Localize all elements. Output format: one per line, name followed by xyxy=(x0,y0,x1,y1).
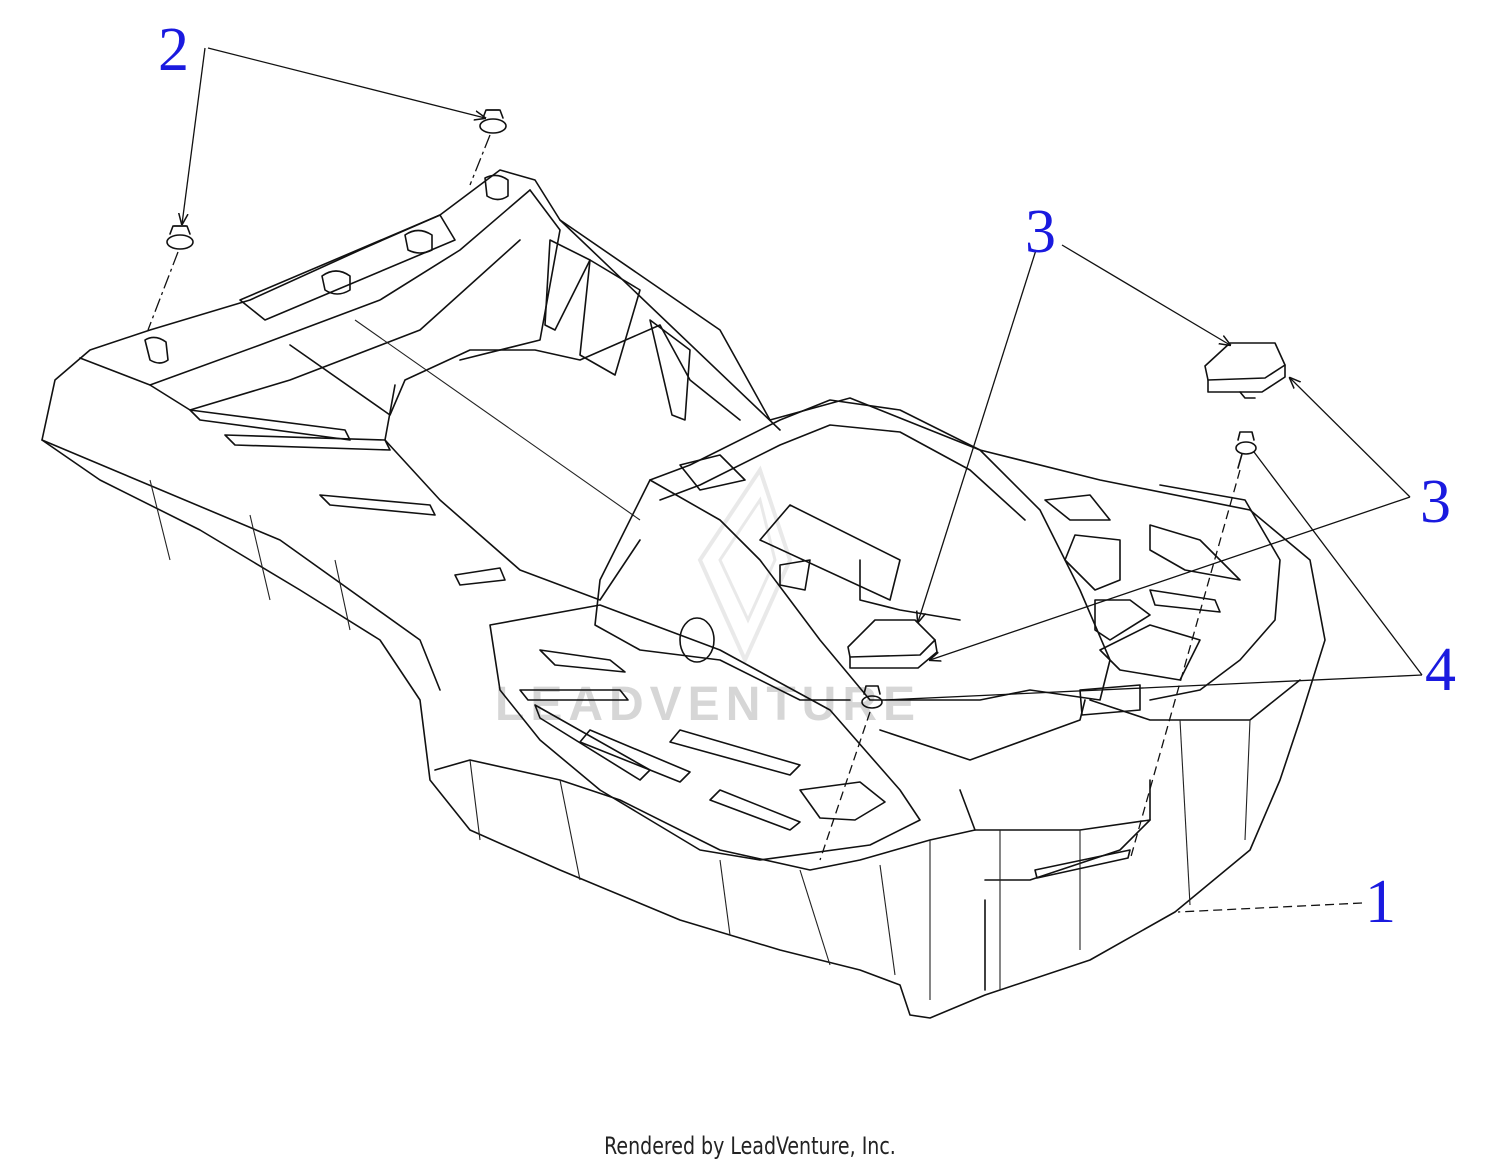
plug-3-loose-icon xyxy=(1204,342,1286,399)
footer-credit: Rendered by LeadVenture, Inc. xyxy=(604,1132,896,1160)
screw-2b-icon xyxy=(166,225,194,250)
body-pan-drawing xyxy=(41,169,1326,1019)
callout-2: 2 xyxy=(158,16,189,84)
callout-1: 1 xyxy=(1365,868,1396,936)
body-outline xyxy=(41,169,1326,1019)
callout-3-top: 3 xyxy=(1025,198,1056,266)
watermark-text: LEADVENTURE xyxy=(495,678,921,731)
screw-2a-icon xyxy=(479,109,507,134)
watermark-logo xyxy=(697,465,793,665)
callout-4: 4 xyxy=(1425,636,1456,704)
callout-3-right: 3 xyxy=(1420,468,1451,536)
screw-4b-icon xyxy=(861,685,883,709)
screw-4a-icon xyxy=(1235,431,1257,469)
plug-3-installed-icon xyxy=(847,619,938,669)
leader-lines xyxy=(182,47,1423,913)
